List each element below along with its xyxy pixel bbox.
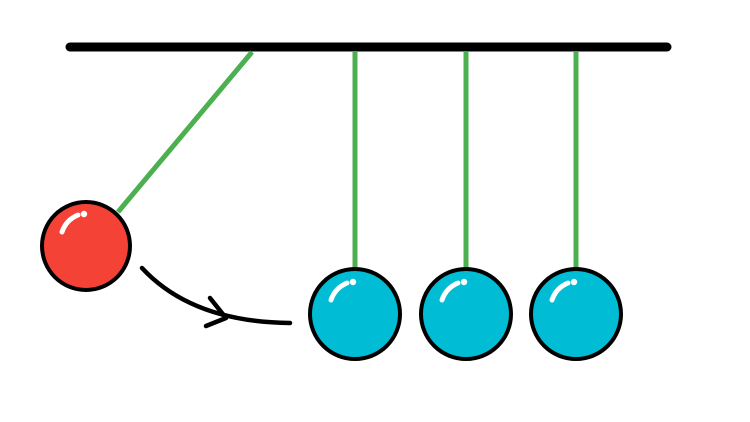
swinging-ball	[40, 200, 132, 292]
resting-ball-1	[308, 267, 402, 361]
ball-highlight	[439, 280, 461, 303]
ball-highlight	[59, 212, 81, 235]
ball-highlight-dot	[349, 278, 357, 286]
arrow-head-icon	[203, 295, 229, 329]
ball-highlight-dot	[570, 278, 578, 286]
ball-highlight-dot	[80, 210, 88, 218]
resting-ball-3	[529, 267, 623, 361]
motion-arrow	[139, 265, 293, 329]
string-swinging	[116, 50, 254, 214]
ball-highlight-dot	[460, 278, 468, 286]
resting-ball-2	[419, 267, 513, 361]
ball-highlight	[328, 280, 350, 303]
ball-highlight	[549, 280, 571, 303]
